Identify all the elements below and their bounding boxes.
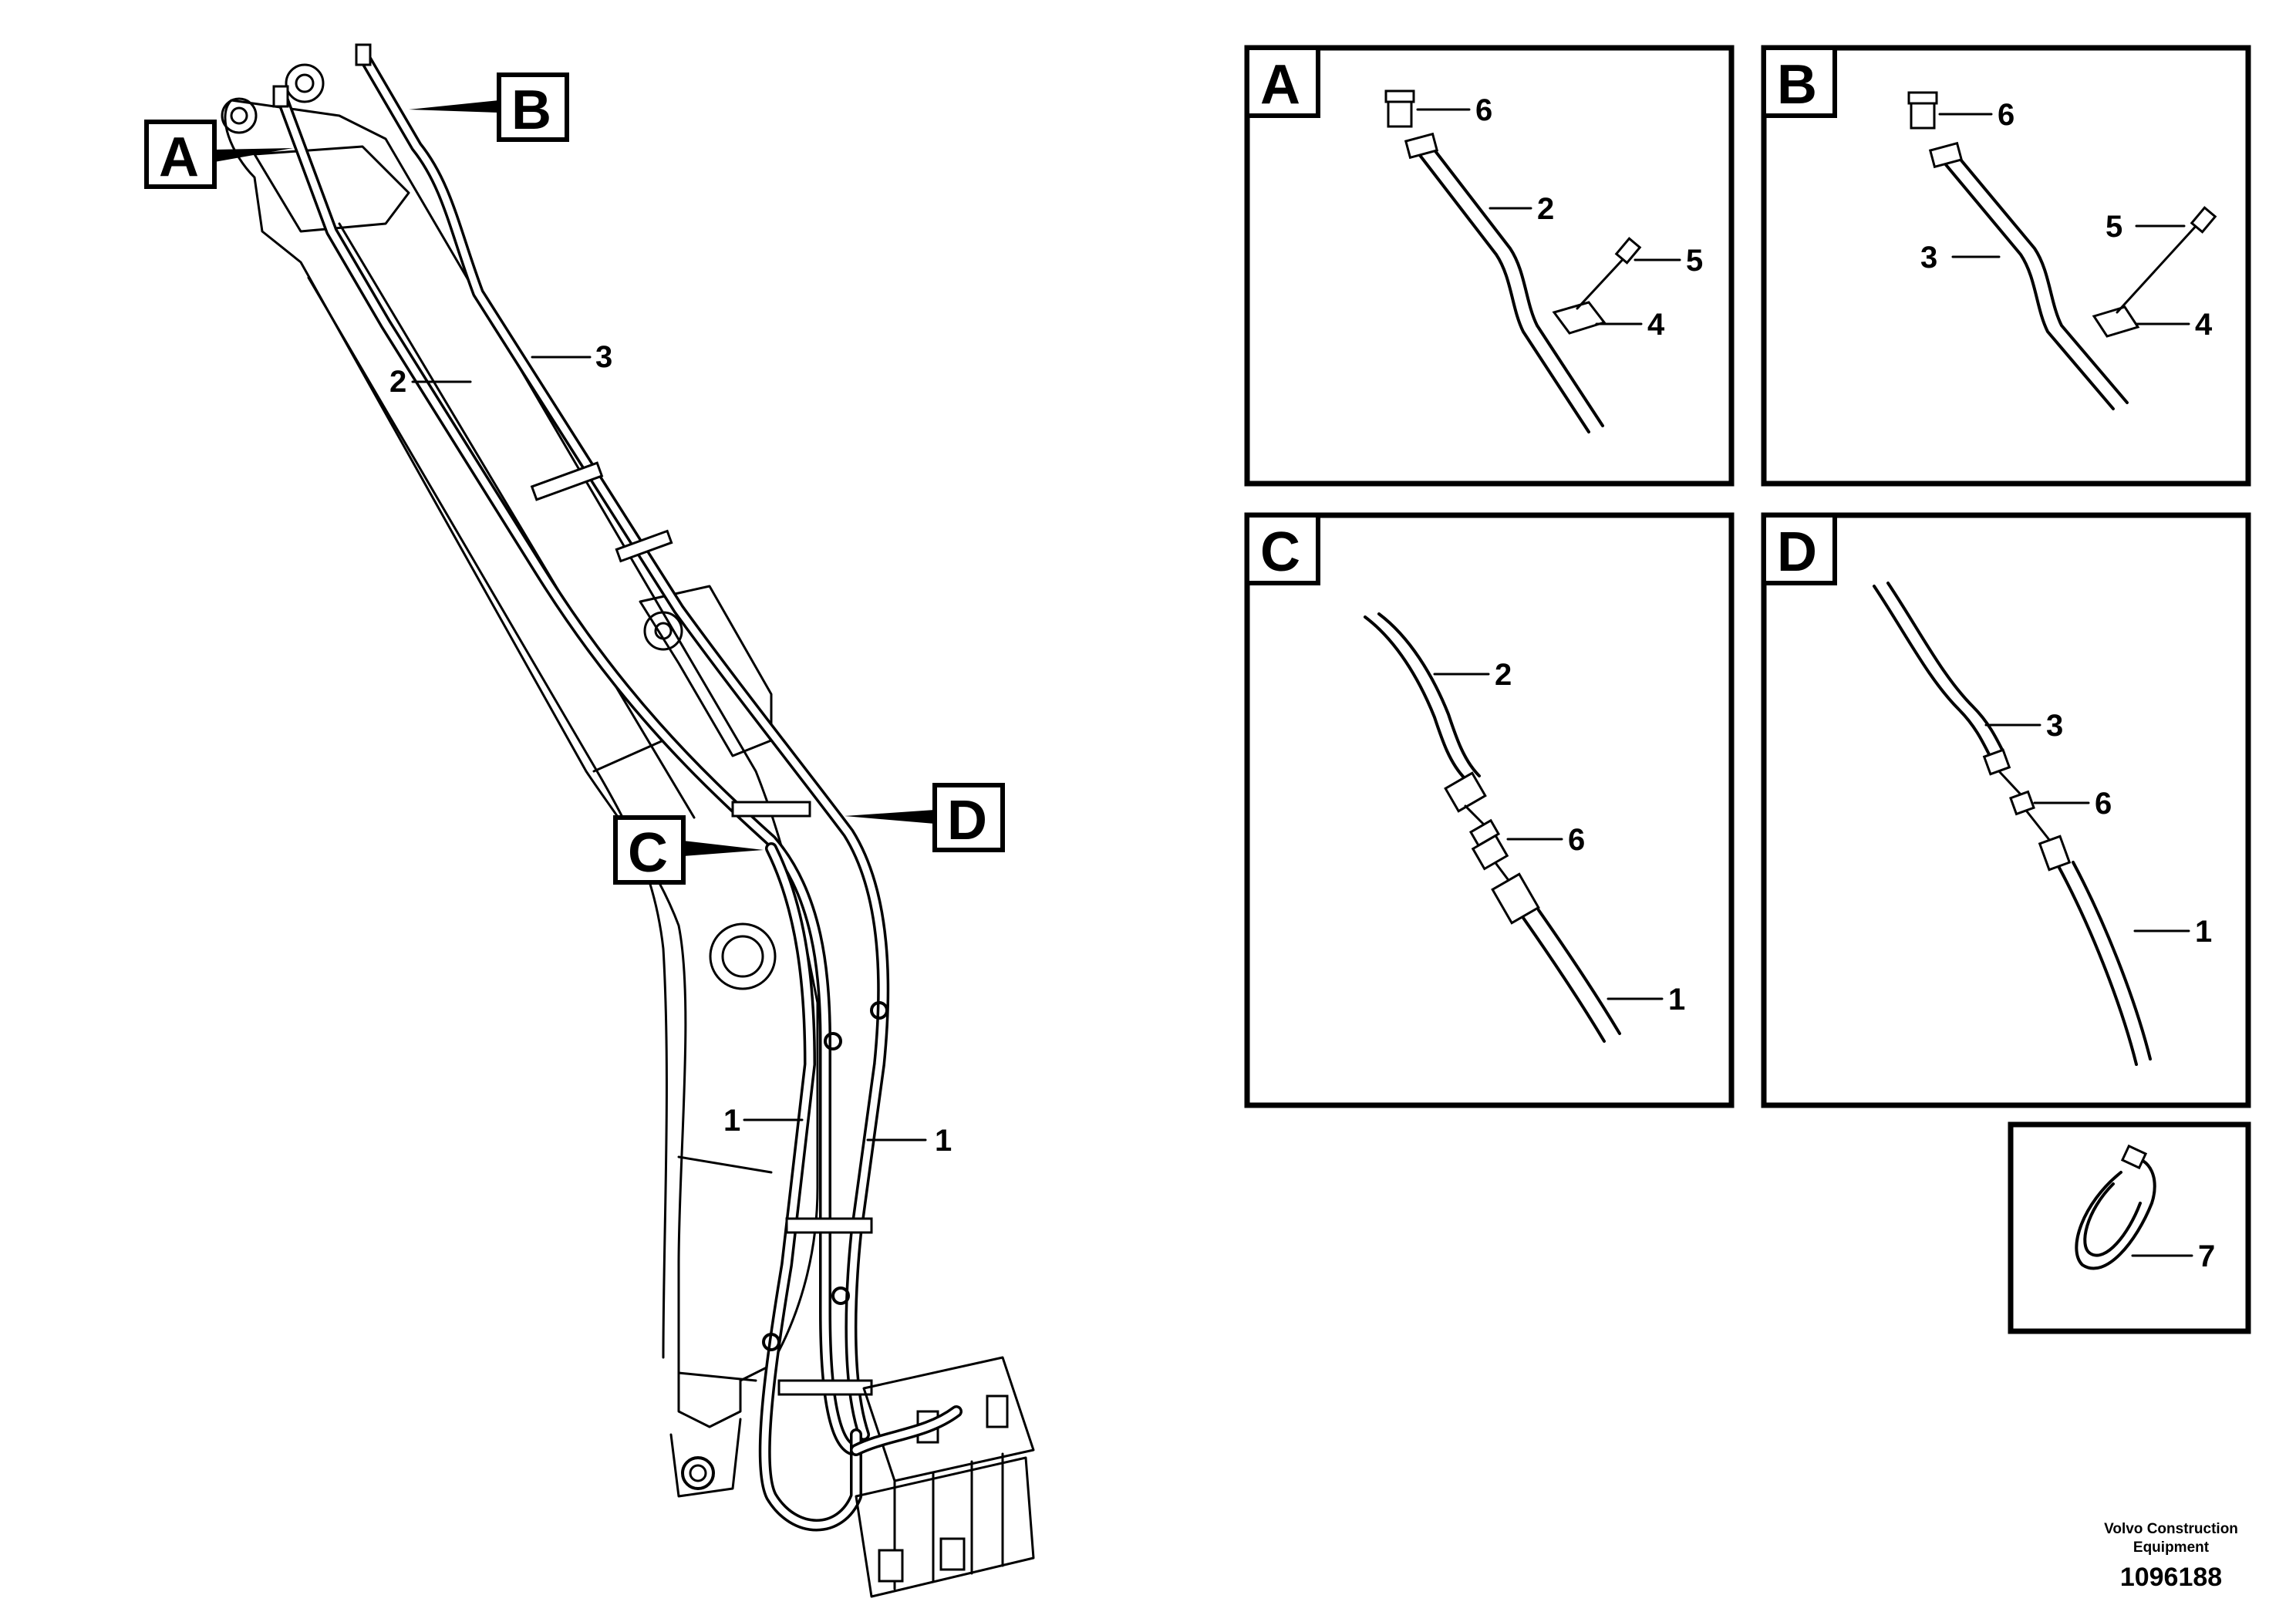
hose-1-loop — [758, 842, 862, 1532]
arm-outline — [224, 99, 819, 1428]
detail-panel-c: C 2 6 1 — [1244, 512, 1735, 1108]
top-fitting-right — [355, 43, 372, 66]
tag-a-arrow — [214, 148, 293, 162]
detail-d-callout-1: 1 — [2195, 915, 2212, 949]
cable-tie — [2075, 1155, 2156, 1270]
detail-tie-callout-7: 7 — [2198, 1239, 2215, 1273]
svg-text:C: C — [1260, 521, 1300, 583]
arm-diagonal-3 — [677, 1371, 757, 1382]
arm-diagonal-1 — [592, 739, 665, 773]
bottom-pin-inner — [689, 1464, 707, 1482]
detail-panel-b: B 6 5 3 4 — [1761, 45, 2251, 487]
tie-on-hose-4 — [831, 1286, 850, 1305]
top-pin-right — [285, 63, 325, 103]
reference-tag-a: A — [144, 120, 293, 189]
detail-panel-tie: 7 — [2008, 1121, 2251, 1334]
reference-tag-b: B — [409, 73, 569, 142]
detail-b-callout-5: 5 — [2106, 210, 2122, 244]
detail-panel-d: D 3 6 1 — [1761, 512, 2251, 1108]
tag-b-arrow — [409, 100, 499, 113]
hose-3-inner — [359, 50, 887, 1438]
control-valve-block — [850, 1356, 1035, 1598]
hose-1-loop-inner — [761, 845, 860, 1529]
brand-line-1: Volvo Construction — [2104, 1521, 2238, 1537]
tag-c-arrow — [683, 841, 764, 856]
svg-text:D: D — [1777, 521, 1817, 583]
brand-line-2: Equipment — [2133, 1539, 2210, 1556]
reference-tag-d: D — [845, 783, 1005, 852]
detail-a-callout-4: 4 — [1647, 308, 1665, 342]
top-fitting-left — [272, 85, 289, 108]
tie-on-hose-2 — [870, 1001, 888, 1020]
reference-tag-c: C — [613, 815, 764, 885]
bottom-pin — [681, 1456, 715, 1490]
detail-panel-a: A 6 2 5 4 — [1244, 45, 1735, 487]
arm-boss-inner — [721, 935, 764, 978]
svg-text:B: B — [1777, 54, 1817, 116]
clamp-2 — [615, 529, 673, 563]
reference-number: 1096188 — [2120, 1563, 2222, 1592]
arm-diagonal-2 — [677, 1155, 773, 1174]
detail-a-callout-6: 6 — [1475, 93, 1492, 127]
svg-text:D: D — [947, 790, 987, 851]
detail-c-callout-6: 6 — [1568, 823, 1585, 857]
svg-text:A: A — [1260, 54, 1300, 116]
excavator-arm-illustration: 2 3 1 1 — [221, 43, 1035, 1598]
svg-text:A: A — [159, 126, 199, 188]
svg-text:C: C — [628, 822, 668, 884]
detail-a-callout-2: 2 — [1537, 192, 1554, 226]
main-callout-1-right: 1 — [935, 1124, 952, 1158]
svg-text:B: B — [511, 79, 551, 141]
tag-d-arrow — [845, 810, 935, 824]
arm-inner-edge — [307, 276, 668, 1359]
detail-d-callout-6: 6 — [2095, 787, 2112, 821]
main-callout-3: 3 — [595, 340, 612, 374]
detail-b-callout-6: 6 — [1998, 98, 2014, 132]
detail-b-callout-3: 3 — [1920, 241, 1937, 275]
clamp-3 — [731, 801, 811, 818]
top-bracket — [253, 145, 410, 233]
top-pin-left — [221, 97, 258, 134]
top-pin-right-inner — [295, 73, 315, 93]
detail-c-callout-2: 2 — [1495, 658, 1512, 692]
clamp-5 — [777, 1379, 873, 1396]
clamp-4 — [785, 1217, 873, 1234]
clamp-1 — [530, 461, 604, 501]
tie-on-hose-3 — [762, 1333, 781, 1351]
mid-pin — [643, 611, 683, 651]
main-callout-2: 2 — [389, 365, 406, 399]
top-pin-left-inner — [230, 106, 248, 125]
tie-on-hose-1 — [824, 1032, 842, 1050]
footer: Volvo Construction Equipment 1096188 — [2104, 1521, 2238, 1592]
main-callout-1-left: 1 — [723, 1104, 740, 1138]
hose-2-inner — [278, 93, 860, 1454]
detail-b-callout-4: 4 — [2195, 308, 2213, 342]
arm-boss-outer — [709, 922, 777, 990]
arm-foot — [669, 1418, 742, 1498]
detail-d-callout-3: 3 — [2046, 709, 2063, 743]
detail-c-callout-1: 1 — [1668, 983, 1685, 1017]
detail-a-callout-5: 5 — [1686, 244, 1703, 278]
arm-web-line — [338, 222, 696, 819]
